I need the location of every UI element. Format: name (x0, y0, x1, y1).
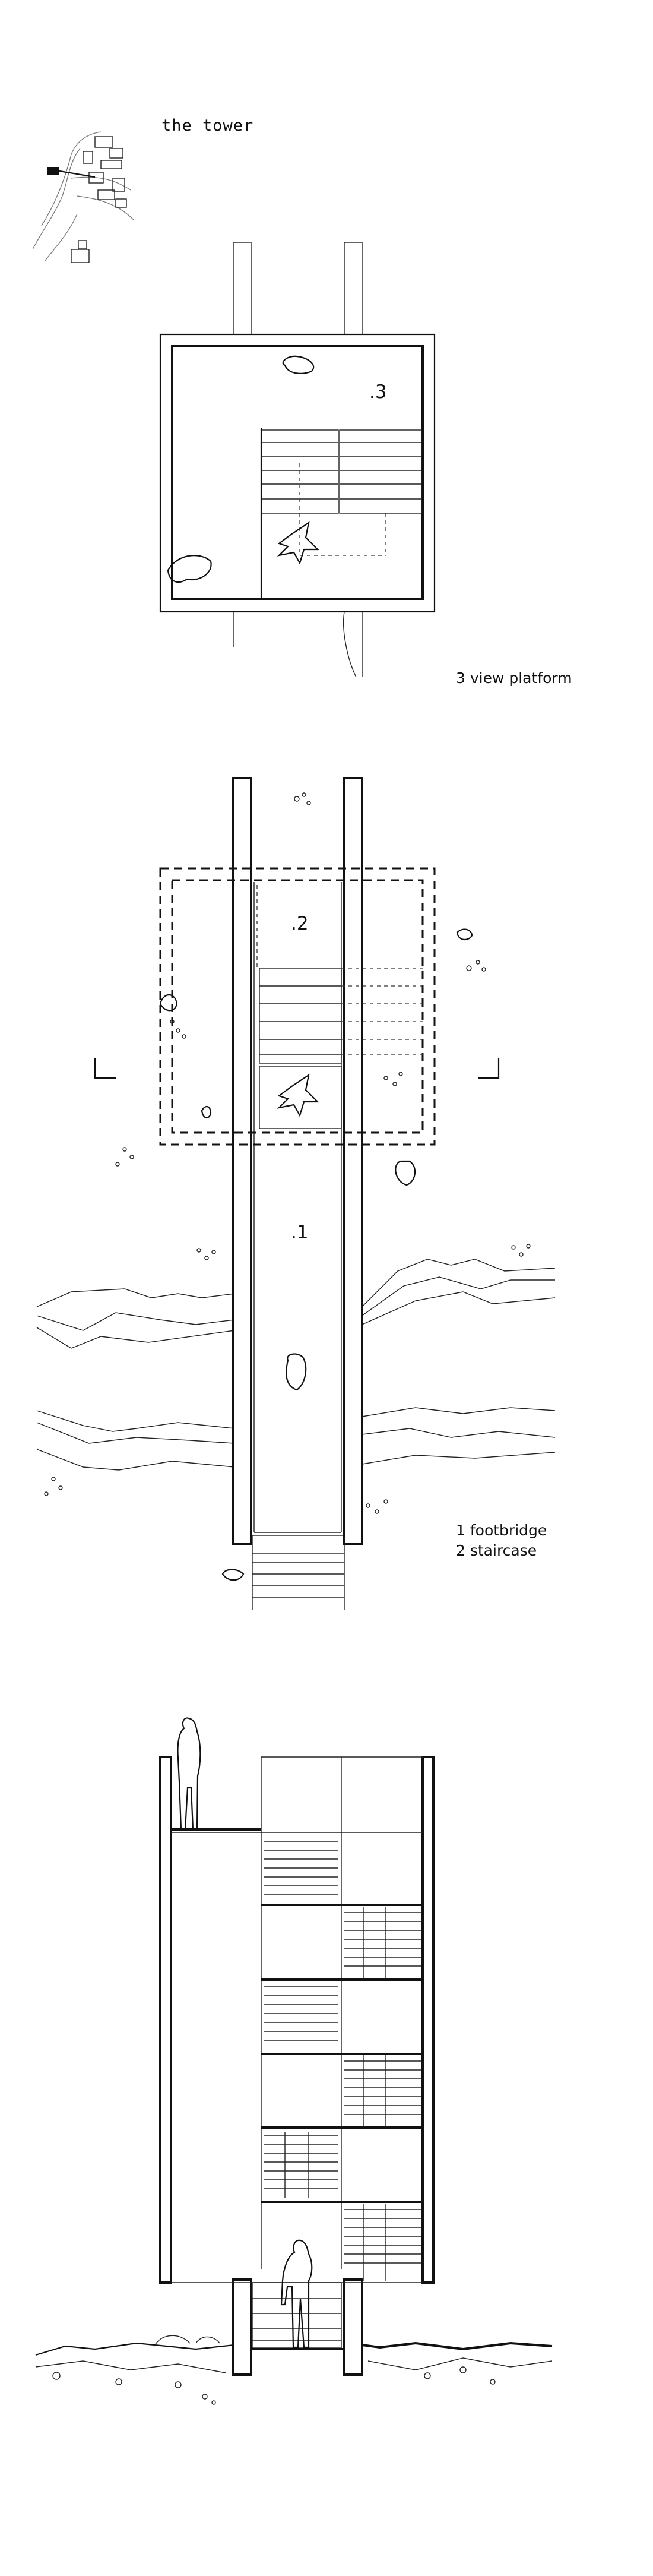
person-icon (177, 1717, 201, 1831)
boulder-icon (201, 1106, 212, 1118)
tree-icon (395, 1160, 416, 1186)
drawing-title: the tower (161, 116, 254, 135)
boulder-icon (282, 355, 315, 374)
tower-section (35, 1717, 553, 2405)
footbridge-staircase-plan (36, 777, 556, 1610)
room-label-2: .2 (291, 913, 309, 934)
caption-staircase: 2 staircase (456, 1542, 537, 1559)
boulder-icon (159, 994, 178, 1012)
boulder-icon (221, 1569, 245, 1581)
boulder-icon (286, 1353, 307, 1391)
person-icon (277, 521, 319, 565)
person-icon (280, 2239, 313, 2349)
room-label-1: .1 (291, 1222, 309, 1243)
boulder-icon (456, 928, 473, 940)
person-icon (277, 1073, 319, 1117)
caption-view-platform: 3 view platform (456, 669, 572, 687)
room-label-3: .3 (369, 381, 387, 403)
tree-icon (44, 792, 531, 1514)
site-map-icon (32, 131, 134, 263)
boulder-icon (167, 555, 212, 583)
caption-footbridge: 1 footbridge (456, 1522, 547, 1539)
view-platform-plan (159, 242, 436, 678)
